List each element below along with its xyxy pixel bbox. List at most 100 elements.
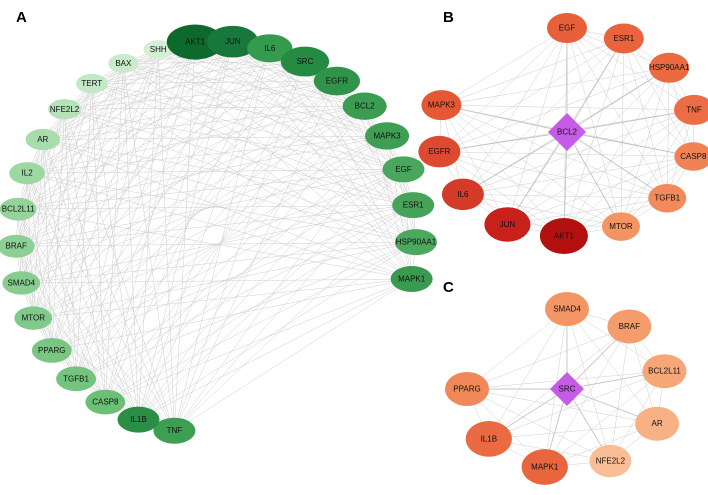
hub-edge: [566, 131, 694, 157]
node-label: MAPK1: [398, 274, 426, 283]
node-shape: [382, 156, 425, 183]
edge: [123, 63, 365, 107]
node-jun: JUN: [484, 207, 531, 242]
edge: [232, 41, 414, 206]
edge: [269, 48, 417, 243]
node-shape: [313, 66, 361, 96]
node-label: SMAD4: [8, 278, 36, 287]
node-label: AKT1: [554, 231, 575, 240]
node-label: MAPK3: [374, 131, 402, 140]
node-label: TGFB1: [63, 374, 89, 383]
node-shape: [648, 183, 687, 213]
edge: [138, 49, 159, 420]
node-label: ESR1: [403, 201, 424, 210]
node-label: BCL2: [355, 102, 376, 111]
hub-edge: [441, 104, 568, 133]
node-label: MAPK3: [428, 101, 456, 110]
edge: [610, 326, 630, 462]
edge: [666, 67, 670, 199]
node-label: TNF: [167, 426, 183, 435]
node-tert: TERT: [76, 73, 108, 94]
node-shape: [0, 197, 37, 221]
node-mapk1: MAPK1: [521, 449, 568, 485]
node-mapk1: MAPK1: [390, 265, 433, 292]
node-label: NFE2L2: [50, 105, 80, 114]
edge: [138, 48, 271, 420]
node-casp8: CASP8: [85, 389, 126, 415]
node-il6: IL6: [441, 178, 484, 211]
edge: [232, 41, 404, 170]
edge: [27, 61, 306, 174]
edge: [620, 109, 695, 227]
edge: [75, 204, 414, 379]
node-src: SRC: [280, 46, 330, 77]
edge: [33, 83, 93, 319]
edge: [16, 169, 404, 247]
edge: [27, 105, 365, 174]
node-shape: [649, 52, 690, 83]
edge: [138, 41, 233, 420]
node-label: SRC: [296, 57, 313, 66]
edge: [123, 63, 417, 243]
edge: [42, 135, 388, 140]
edge: [563, 156, 694, 237]
edge: [174, 135, 388, 431]
edge: [158, 49, 388, 137]
edge: [42, 139, 412, 280]
edge: [232, 41, 412, 280]
edge: [123, 63, 404, 170]
node-mapk3: MAPK3: [421, 90, 462, 121]
node-pparg: PPARG: [31, 338, 72, 363]
node-shape: [143, 40, 173, 59]
node-label: CASP8: [92, 398, 119, 407]
edge: [157, 49, 175, 431]
edge: [507, 197, 668, 225]
edge: [17, 49, 159, 210]
edge: [462, 27, 568, 195]
hub-shape: [550, 372, 584, 406]
edge: [21, 278, 412, 284]
edge: [269, 48, 412, 280]
node-shape: [674, 94, 708, 125]
node-ar: AR: [635, 406, 680, 441]
edge: [64, 109, 414, 206]
edge: [158, 49, 414, 206]
hub-node-bcl2: BCL2: [548, 113, 586, 151]
edge: [563, 67, 670, 237]
node-label: HSP90AA1: [649, 63, 690, 72]
edge: [138, 169, 404, 420]
node-shape: [418, 135, 461, 168]
node-label: IL2: [22, 169, 34, 178]
edge: [21, 282, 77, 379]
edge: [18, 80, 338, 210]
node-mapk3: MAPK3: [365, 122, 410, 150]
edge: [91, 83, 106, 403]
node-ar: AR: [25, 128, 61, 151]
edge: [75, 41, 233, 379]
edge: [64, 61, 305, 110]
node-label: AKT1: [185, 38, 206, 47]
node-nfe2l2: NFE2L2: [589, 444, 632, 478]
edge: [51, 278, 412, 351]
node-label: EGFR: [428, 147, 450, 156]
node-shh: SHH: [143, 40, 173, 59]
edge: [91, 83, 414, 206]
edge: [439, 38, 624, 152]
edge: [21, 282, 175, 431]
edge: [441, 104, 508, 225]
edge: [462, 38, 624, 195]
edge: [27, 172, 416, 243]
hub-label: SRC: [559, 385, 576, 394]
edge: [51, 80, 338, 351]
edge: [466, 388, 611, 462]
node-label: JUN: [225, 37, 241, 46]
edge: [42, 48, 270, 140]
edge: [26, 173, 106, 403]
node-esr1: ESR1: [392, 192, 435, 219]
edge: [42, 105, 365, 140]
node-shape: [445, 372, 489, 406]
node-shape: [521, 449, 568, 485]
edge: [64, 105, 365, 110]
node-label: BCL2L11: [648, 367, 681, 376]
